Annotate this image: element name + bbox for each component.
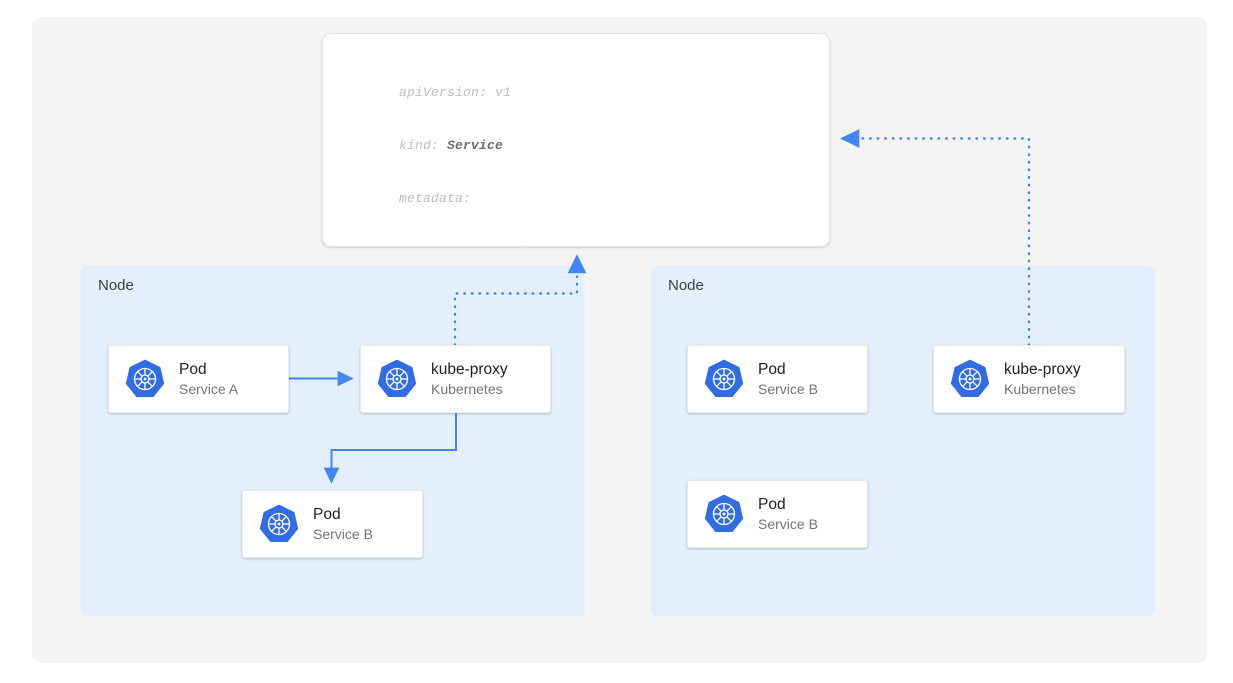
card-title: kube-proxy bbox=[431, 360, 508, 378]
card-pod-service-b-right-upper[interactable]: Pod Service B bbox=[687, 345, 868, 413]
card-subtitle: Service B bbox=[758, 380, 818, 397]
node-label-left: Node bbox=[98, 277, 134, 294]
card-subtitle: Service B bbox=[313, 525, 373, 542]
card-subtitle: Service A bbox=[179, 380, 239, 397]
card-pod-service-b-left[interactable]: Pod Service B bbox=[242, 490, 423, 558]
card-kube-proxy-left[interactable]: kube-proxy Kubernetes bbox=[360, 345, 551, 413]
yaml-line-apiversion: apiVersion: v1 bbox=[399, 85, 512, 101]
service-manifest-card: apiVersion: v1 kind: Service metadata: n… bbox=[322, 33, 830, 247]
card-pod-service-a[interactable]: Pod Service A bbox=[108, 345, 289, 413]
service-manifest-yaml: apiVersion: v1 kind: Service metadata: n… bbox=[399, 49, 727, 246]
kubernetes-logo-icon bbox=[950, 359, 990, 398]
node-container-left: Node bbox=[81, 266, 585, 616]
card-title: Pod bbox=[179, 360, 207, 378]
node-container-right: Node bbox=[651, 266, 1155, 616]
card-title: Pod bbox=[313, 505, 341, 523]
kubernetes-logo-icon bbox=[259, 504, 299, 543]
card-subtitle: Service B bbox=[758, 515, 818, 532]
kubernetes-logo-icon bbox=[377, 359, 417, 398]
card-subtitle: Kubernetes bbox=[1004, 380, 1076, 397]
card-kube-proxy-right[interactable]: kube-proxy Kubernetes bbox=[933, 345, 1125, 413]
node-label-right: Node bbox=[668, 277, 704, 294]
kubernetes-logo-icon bbox=[125, 359, 165, 398]
card-title: Pod bbox=[758, 360, 786, 378]
card-pod-service-b-right-lower[interactable]: Pod Service B bbox=[687, 480, 868, 548]
card-subtitle: Kubernetes bbox=[431, 380, 503, 397]
yaml-line-kind: kind: Service bbox=[399, 137, 504, 153]
yaml-line-metadata: metadata: bbox=[399, 190, 472, 206]
yaml-line-name: name: my-service bbox=[399, 243, 727, 246]
kubernetes-logo-icon bbox=[704, 494, 744, 533]
yaml-value-kind: Service bbox=[447, 137, 504, 153]
card-title: kube-proxy bbox=[1004, 360, 1081, 378]
kubernetes-logo-icon bbox=[704, 359, 744, 398]
card-title: Pod bbox=[758, 495, 786, 513]
